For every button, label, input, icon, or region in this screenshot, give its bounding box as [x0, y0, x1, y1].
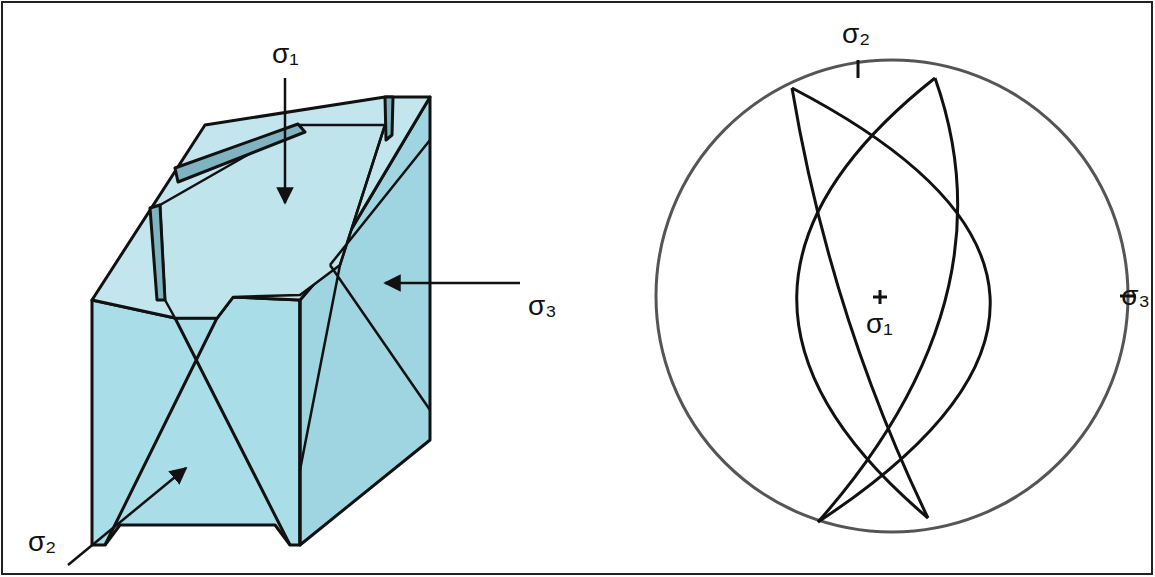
stress-label: σ₃	[1121, 282, 1150, 310]
stress-arrows	[68, 78, 520, 565]
stress-label: σ₂	[28, 528, 56, 556]
stress-label: σ₁	[272, 40, 299, 68]
stress-label: σ₃	[528, 292, 557, 320]
stereonet	[656, 60, 1136, 532]
stress-label: σ₂	[842, 20, 870, 48]
fault-block	[92, 97, 430, 545]
stress-label: σ₁	[866, 310, 893, 338]
